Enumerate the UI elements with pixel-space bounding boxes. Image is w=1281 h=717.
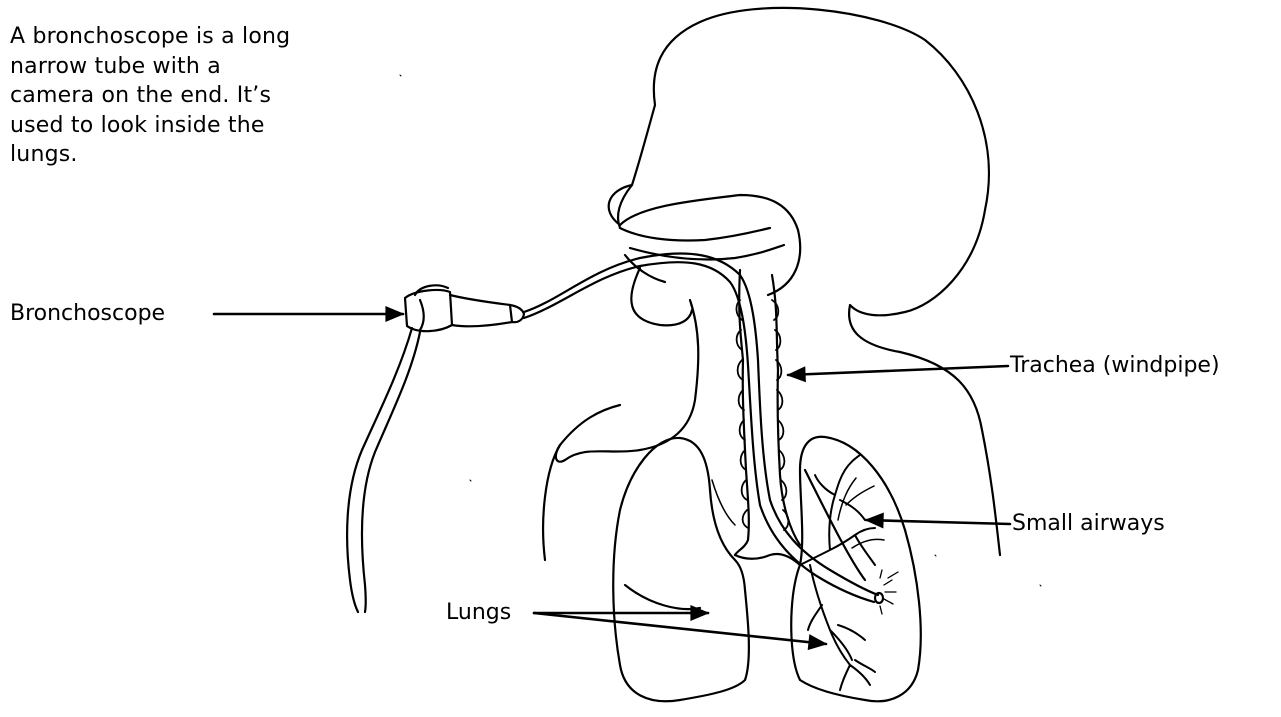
airway-branch-lines — [838, 478, 884, 548]
speck-marks — [400, 75, 1041, 586]
small-airways-arrow — [866, 520, 1010, 524]
shoulder-left — [543, 445, 560, 560]
scope-cable-inner — [362, 332, 420, 612]
scope-tip — [875, 593, 883, 603]
camera-light-icon — [880, 570, 898, 614]
right-lung-fissure — [805, 470, 865, 580]
airway-tree — [800, 455, 875, 690]
chin — [631, 268, 692, 325]
mouth-upper — [620, 228, 770, 241]
scope-ridge — [420, 300, 424, 330]
lungs-arrow-lower — [534, 613, 826, 644]
scope-tube-outer — [524, 253, 878, 595]
scope-handle-left — [405, 290, 452, 331]
left-lung — [613, 438, 749, 701]
scope-connector — [450, 295, 512, 326]
scope-tube-inner — [524, 262, 874, 602]
left-lung-fissure — [625, 585, 700, 609]
head-outline — [609, 8, 1000, 555]
trachea-right-wall — [772, 275, 800, 545]
trachea-arrow — [788, 366, 1008, 375]
scope-cable-outer — [347, 328, 412, 612]
left-lung-fissure-2 — [712, 480, 735, 525]
